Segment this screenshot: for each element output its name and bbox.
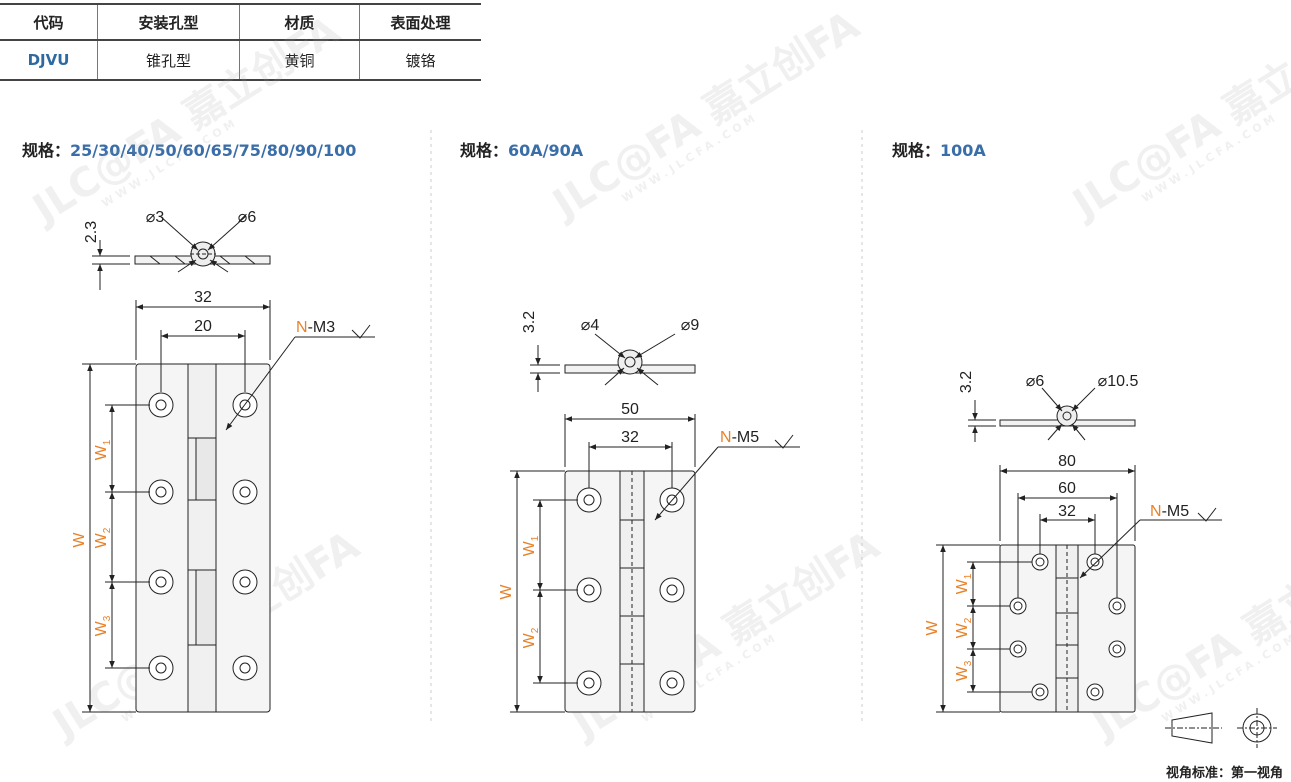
- header-code: 代码: [0, 3, 98, 41]
- d3-width-holes-label: 32: [1058, 503, 1076, 520]
- d3-thread-n: N: [1150, 503, 1162, 520]
- d3-w1-base: W: [954, 578, 971, 594]
- d2-front-view: [510, 414, 800, 713]
- d2-side-view: [530, 333, 696, 392]
- d2-w-label: W: [498, 584, 515, 600]
- d2-w1-sub: 1: [530, 535, 541, 541]
- d1-w2-base: W: [93, 532, 110, 548]
- section-value-2: 60A/90A: [508, 141, 584, 160]
- d2-hole-large-label: ⌀9: [681, 317, 700, 334]
- d3-thread-label: N-M5: [1150, 503, 1189, 520]
- section-value-1: 25/30/40/50/60/65/75/80/90/100: [70, 141, 357, 160]
- d1-w1-base: W: [93, 444, 110, 460]
- d2-thread-suffix: -M5: [732, 429, 760, 446]
- d2-w1-label: W1: [521, 535, 541, 556]
- section-label-2: 规格：: [460, 141, 509, 160]
- d1-w3-label: W3: [93, 615, 113, 636]
- section-label-3: 规格：: [892, 141, 941, 160]
- d2-w1-base: W: [521, 540, 538, 556]
- cell-surface: 镀铬: [359, 40, 481, 81]
- section-title-1: 规格：25/30/40/50/60/65/75/80/90/100: [22, 137, 356, 161]
- d1-width-total-label: 32: [194, 289, 212, 306]
- cell-code: DJVU: [0, 40, 98, 81]
- d1-w2-label: W2: [93, 527, 113, 548]
- section-title-3: 规格：100A: [892, 137, 986, 161]
- section-value-3: 100A: [940, 141, 986, 160]
- d3-w2-label: W2: [954, 617, 974, 638]
- d2-w2-sub: 2: [530, 627, 541, 633]
- d1-front-view: [82, 300, 375, 713]
- d3-thread-suffix: -M5: [1162, 503, 1190, 520]
- d2-thread-n: N: [720, 429, 732, 446]
- d3-side-view: [968, 387, 1136, 442]
- d1-thread-label: N-M3: [296, 319, 335, 336]
- d2-hole-small-label: ⌀4: [581, 317, 600, 334]
- d3-thickness-label: 3.2: [958, 371, 975, 393]
- d2-thread-label: N-M5: [720, 429, 759, 446]
- d1-w1-label: W1: [93, 439, 113, 460]
- cell-material: 黄铜: [239, 40, 360, 81]
- spec-table: 代码 安装孔型 材质 表面处理 DJVU 锥孔型 黄铜 镀铬: [0, 3, 481, 81]
- d1-thread-n: N: [296, 319, 308, 336]
- d1-w-label: W: [71, 532, 88, 548]
- d3-hole-small-label: ⌀6: [1026, 373, 1045, 390]
- header-hole-type: 安装孔型: [97, 3, 240, 41]
- d2-thickness-label: 3.2: [521, 311, 538, 333]
- view-standard-label: 视角标准：第一视角: [1165, 766, 1283, 781]
- d2-w2-base: W: [521, 632, 538, 648]
- first-angle-projection-icon: [1165, 708, 1277, 748]
- d3-hole-large-label: ⌀10.5: [1098, 373, 1139, 390]
- header-surface: 表面处理: [359, 3, 481, 41]
- header-material: 材质: [239, 3, 360, 41]
- d3-width-total-label: 80: [1058, 453, 1076, 470]
- section-title-2: 规格：60A/90A: [460, 137, 583, 161]
- d1-hole-large-label: ⌀6: [238, 209, 257, 226]
- spec-header-row: 代码 安装孔型 材质 表面处理: [0, 3, 481, 41]
- d1-w3-sub: 3: [102, 615, 113, 621]
- d2-width-total-label: 50: [621, 401, 639, 418]
- d3-w1-label: W1: [954, 573, 974, 594]
- d1-hole-small-label: ⌀3: [146, 209, 165, 226]
- d1-thickness-label: 2.3: [83, 221, 100, 243]
- d1-w2-sub: 2: [102, 527, 113, 533]
- d3-w3-label: W3: [954, 660, 974, 681]
- d3-w-label: W: [924, 620, 941, 636]
- d1-thread-suffix: -M3: [308, 319, 336, 336]
- d1-side-view: [92, 215, 271, 290]
- d2-width-holes-label: 32: [621, 429, 639, 446]
- spec-data-row: DJVU 锥孔型 黄铜 镀铬: [0, 40, 481, 81]
- d1-w3-base: W: [93, 620, 110, 636]
- d3-width-mid-label: 60: [1058, 480, 1076, 497]
- d3-w3-sub: 3: [963, 660, 974, 666]
- d1-w1-sub: 1: [102, 439, 113, 445]
- d3-w2-base: W: [954, 622, 971, 638]
- d3-w1-sub: 1: [963, 573, 974, 579]
- d3-w3-base: W: [954, 665, 971, 681]
- cell-hole-type: 锥孔型: [97, 40, 240, 81]
- d1-width-holes-label: 20: [194, 318, 212, 335]
- d3-front-view: [936, 465, 1222, 713]
- d2-w2-label: W2: [521, 627, 541, 648]
- section-label-1: 规格：: [22, 141, 71, 160]
- d3-w2-sub: 2: [963, 617, 974, 623]
